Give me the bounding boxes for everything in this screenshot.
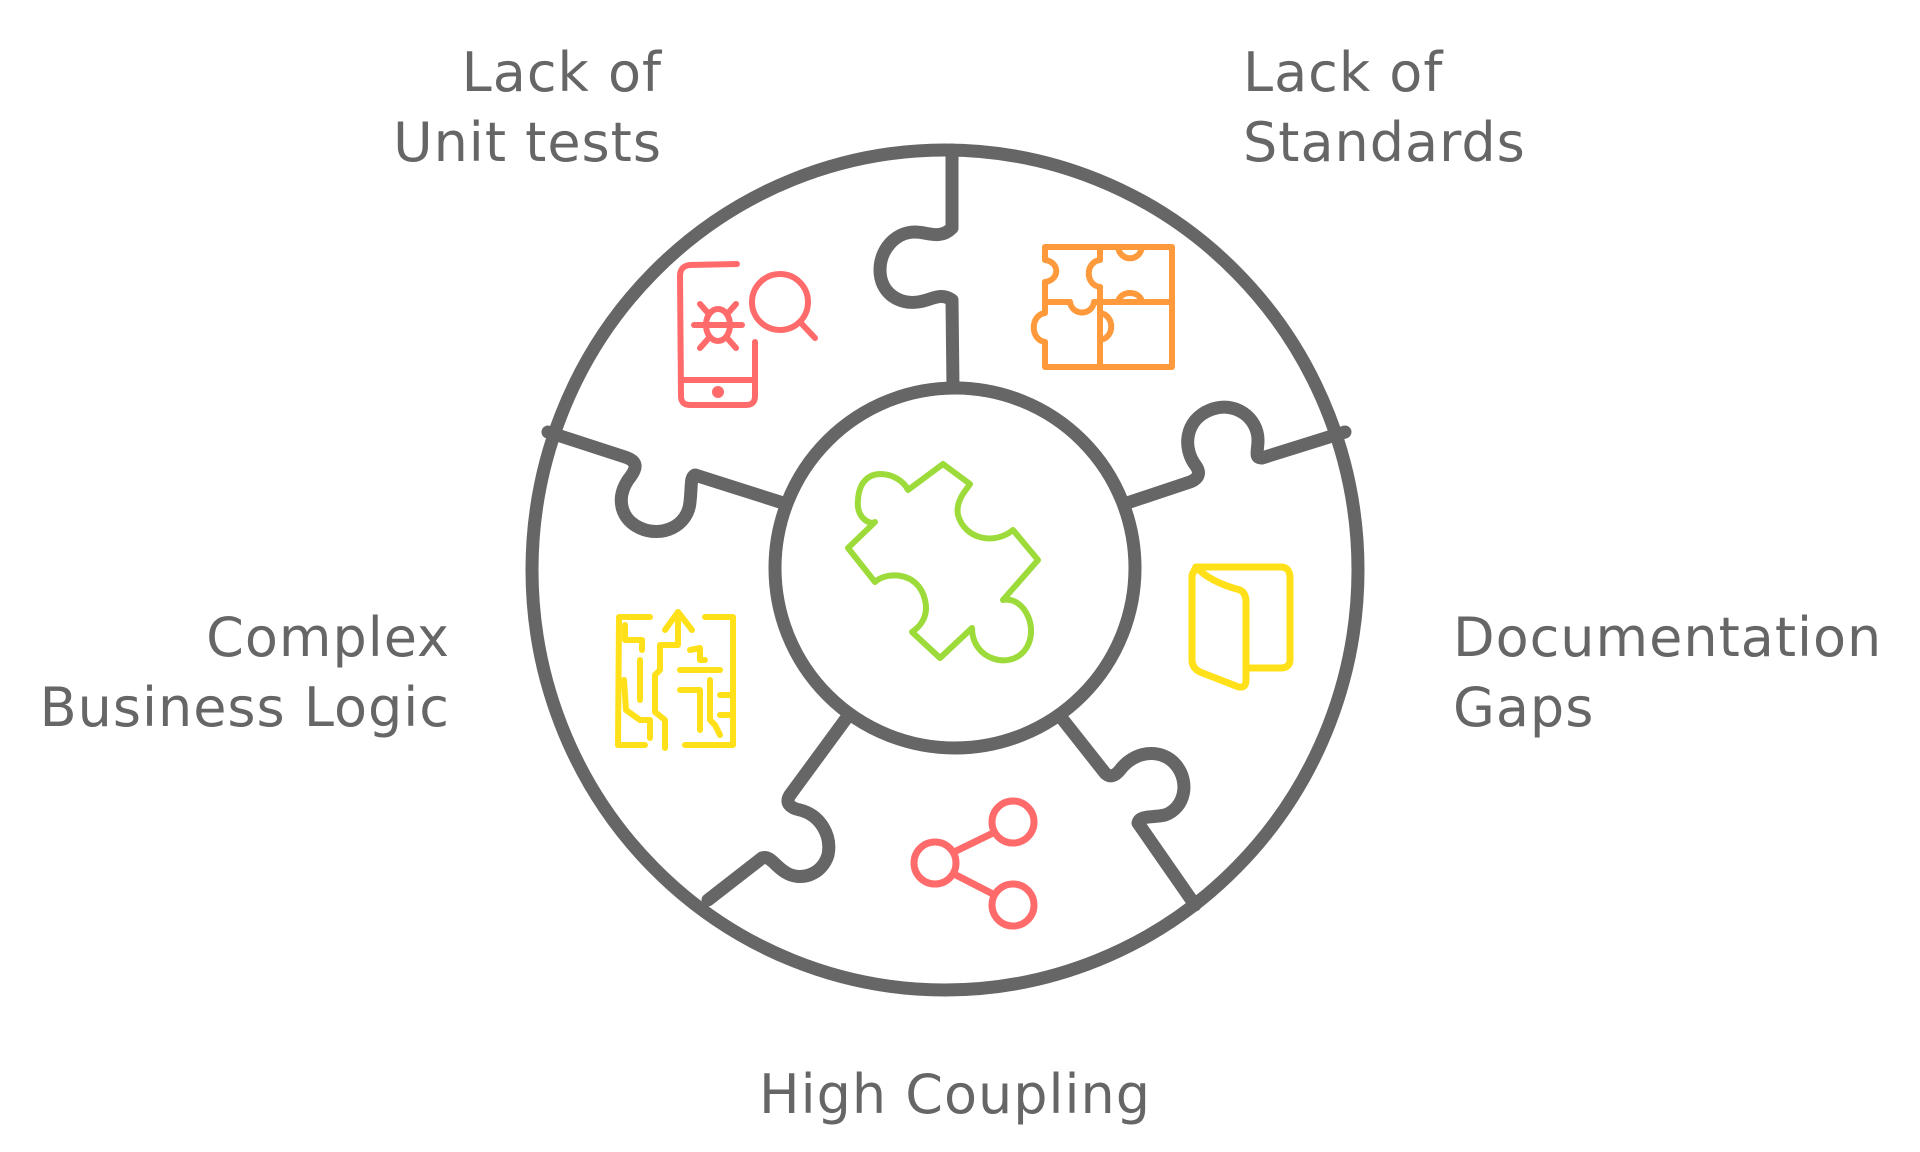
share-nodes-icon <box>910 797 1038 930</box>
label-unit-tests-line2: Unit tests <box>393 111 662 174</box>
divider-lower-left <box>701 709 855 907</box>
label-coupling: High Coupling <box>700 1060 1210 1130</box>
label-documentation-line2: Gaps <box>1453 676 1595 739</box>
label-business-logic: Complex Business Logic <box>20 603 450 743</box>
puzzle-piece-icon <box>845 461 1041 664</box>
label-unit-tests-line1: Lack of <box>461 41 662 104</box>
label-coupling-line1: High Coupling <box>758 1063 1152 1126</box>
divider-upper-left <box>541 425 787 539</box>
outer-ring <box>525 143 1365 997</box>
puzzle-grid-icon <box>1030 244 1175 370</box>
inner-hub <box>768 381 1142 755</box>
divider-lower-right <box>1053 709 1202 912</box>
divider-top <box>873 143 960 395</box>
label-standards-line2: Standards <box>1243 111 1526 174</box>
open-folder-document-icon <box>1188 563 1294 691</box>
label-standards: Lack of Standards <box>1243 38 1526 178</box>
divider-upper-right <box>1123 400 1352 509</box>
phone-bug-search-icon <box>677 261 818 408</box>
label-documentation: Documentation Gaps <box>1453 603 1882 743</box>
label-documentation-line1: Documentation <box>1453 606 1883 669</box>
label-business-logic-line2: Business Logic <box>39 676 450 739</box>
maze-icon <box>615 609 736 751</box>
label-unit-tests: Lack of Unit tests <box>360 38 662 178</box>
label-standards-line1: Lack of <box>1243 41 1444 104</box>
label-business-logic-line1: Complex <box>206 606 450 669</box>
